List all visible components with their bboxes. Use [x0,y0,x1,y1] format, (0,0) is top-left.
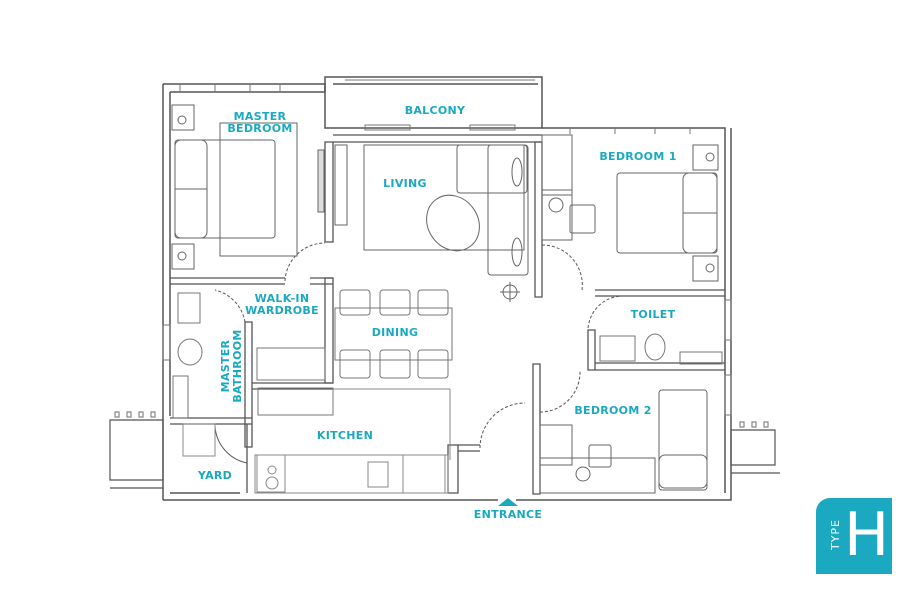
label-toilet: TOILET [630,308,676,321]
dining-furniture [335,290,452,378]
type-label: TYPE [829,518,843,551]
unit-type-badge: TYPE H [816,498,892,574]
label-line: WALK-IN [254,292,310,305]
label-walk-in-wardrobe: WALK-IN WARDROBE [242,293,322,317]
label-master-bedroom: MASTER BEDROOM [220,111,300,135]
ac-ledges [110,412,780,488]
outer-walls [163,77,731,500]
label-line: WARDROBE [245,304,319,317]
label-bedroom1: BEDROOM 1 [599,150,677,163]
door-swings [215,243,623,448]
label-master-bathroom: MASTER BATHROOM [219,326,244,406]
windows [163,80,731,415]
interior-walls [170,135,725,494]
wardrobe-bath-fixtures [173,293,333,418]
label-kitchen: KITCHEN [316,429,374,442]
label-entrance: ENTRANCE [473,508,543,521]
master-bedroom-furniture [172,105,324,269]
kitchen-fixtures [183,389,450,493]
label-line: MASTER [233,110,287,123]
label-line: BATHROOM [231,329,244,403]
living-furniture [335,145,528,302]
yard-door [215,426,247,463]
bedroom1-furniture [542,135,718,281]
label-living: LIVING [383,177,427,190]
type-letter: H [844,500,890,570]
entrance-arrow-icon [498,498,518,506]
label-line: BEDROOM [227,122,293,135]
toilet-fixtures [600,334,722,364]
label-balcony: BALCONY [404,104,466,117]
label-dining: DINING [371,326,419,339]
bedroom2-furniture [540,390,707,493]
label-bedroom2: BEDROOM 2 [574,404,652,417]
label-yard: YARD [197,469,233,482]
